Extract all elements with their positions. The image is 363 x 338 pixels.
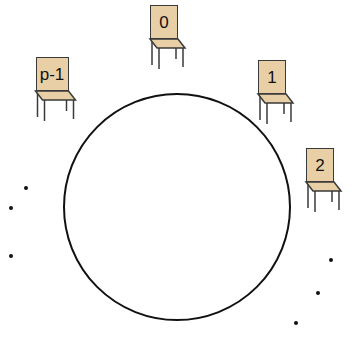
chair-seats bbox=[36, 39, 342, 212]
chair-back: p-1 bbox=[36, 57, 69, 91]
seat-number: 1 bbox=[267, 69, 276, 86]
ellipsis-dots bbox=[9, 186, 333, 325]
seat-number: p-1 bbox=[40, 66, 65, 83]
chair-back: 1 bbox=[258, 60, 286, 94]
seat-number: 0 bbox=[159, 14, 168, 31]
seat-number: 2 bbox=[315, 157, 324, 174]
chair-seat bbox=[150, 39, 185, 69]
chair-back: 0 bbox=[150, 5, 178, 39]
table-circle bbox=[64, 94, 290, 320]
chair-seat bbox=[258, 94, 293, 124]
chair-back: 2 bbox=[306, 148, 334, 182]
chair-seat bbox=[36, 91, 76, 121]
chair-seat bbox=[306, 182, 341, 212]
